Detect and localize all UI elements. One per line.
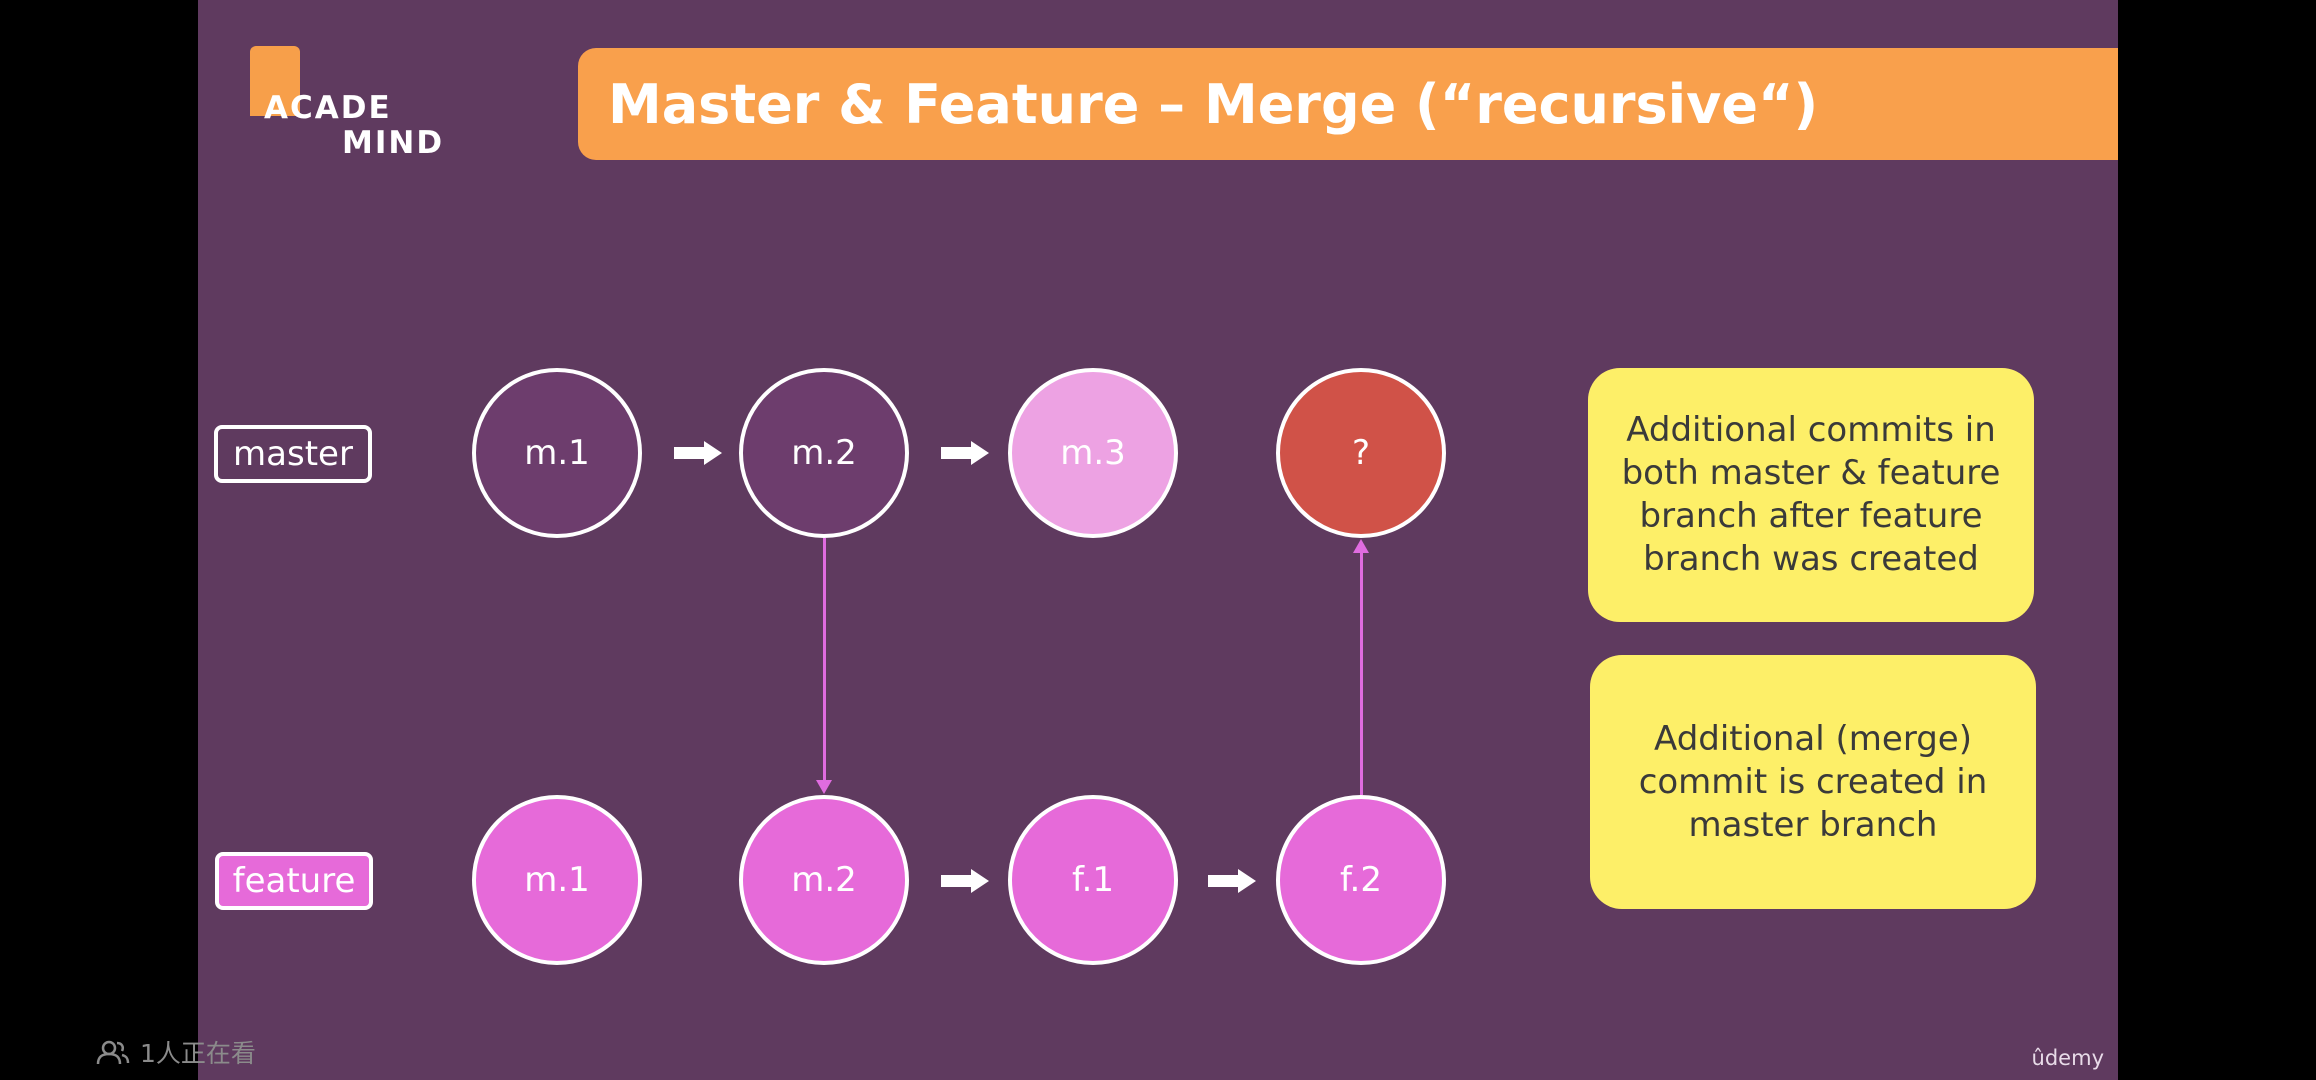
arrowhead-up-icon: [1353, 539, 1369, 553]
logo-line2: MIND: [342, 125, 445, 161]
commit-merge: ?: [1276, 368, 1446, 538]
commit-master-1: m.1: [472, 368, 642, 538]
udemy-logo: ûdemy: [2031, 1046, 2104, 1070]
commit-feature-1: m.1: [472, 795, 642, 965]
title-bar: Master & Feature – Merge (“recursive“): [578, 48, 2118, 160]
logo-bookmark-shape: [250, 46, 300, 116]
arrow-right-icon: [1208, 869, 1256, 893]
merge-connector: [1360, 552, 1363, 795]
viewer-count: 1人正在看: [96, 1034, 256, 1070]
commit-master-2: m.2: [739, 368, 909, 538]
slide-title: Master & Feature – Merge (“recursive“): [608, 72, 1819, 136]
arrow-right-icon: [941, 441, 989, 465]
note-merge-commit: Additional (merge) commit is created in …: [1590, 655, 2036, 909]
commit-feature-2: m.2: [739, 795, 909, 965]
people-icon: [96, 1040, 130, 1065]
branch-label-feature: feature: [215, 852, 373, 910]
commit-feature-4: f.2: [1276, 795, 1446, 965]
logo-line1: ACADE: [264, 90, 392, 126]
academind-logo: ACADE MIND: [250, 46, 450, 166]
note-additional-commits: Additional commits in both master & feat…: [1588, 368, 2034, 622]
branch-off-connector: [823, 538, 826, 781]
arrow-right-icon: [674, 441, 722, 465]
commit-master-3: m.3: [1008, 368, 1178, 538]
arrowhead-down-icon: [816, 780, 832, 794]
viewer-count-text: 1人正在看: [140, 1039, 256, 1068]
slide: ACADE MIND Master & Feature – Merge (“re…: [198, 0, 2118, 1080]
arrow-right-icon: [941, 869, 989, 893]
commit-feature-3: f.1: [1008, 795, 1178, 965]
branch-label-master: master: [214, 425, 372, 483]
